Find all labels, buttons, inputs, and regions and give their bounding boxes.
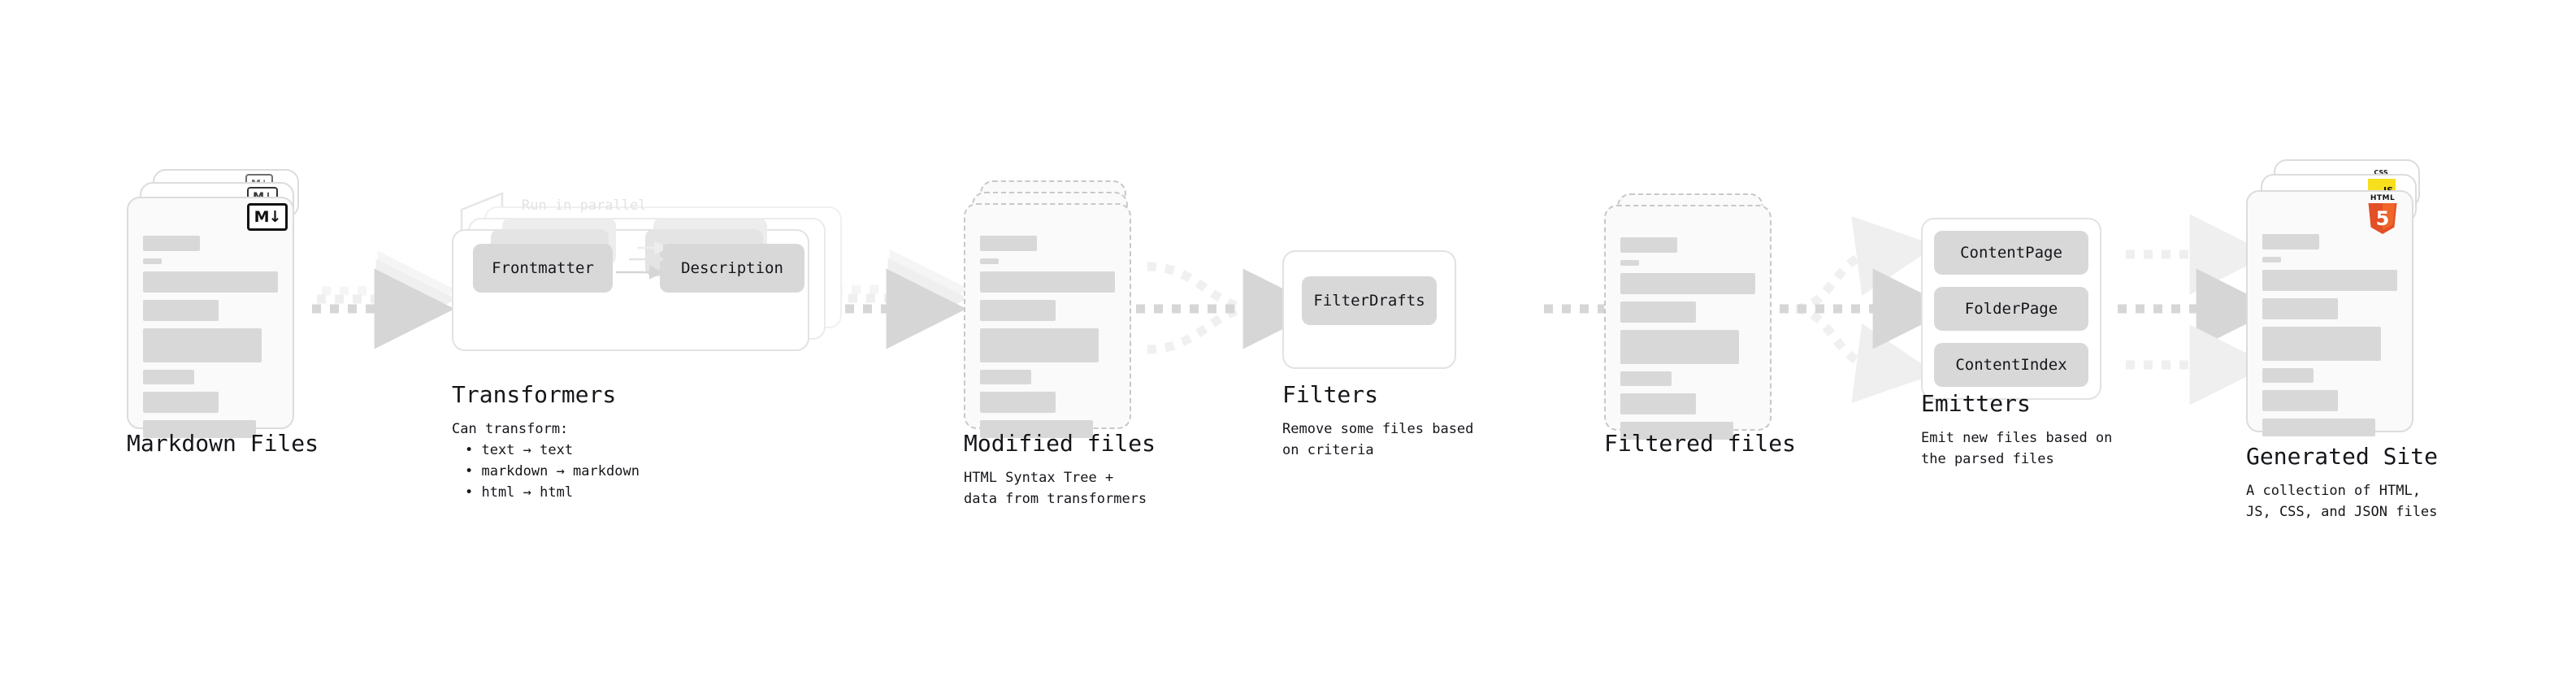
file-card-front bbox=[964, 203, 1131, 438]
title-modified-files: Modified files bbox=[964, 430, 1156, 457]
chip-contentindex[interactable]: ContentIndex bbox=[1934, 343, 2088, 387]
stage-markdown-files: M↓ M↓ M↓ bbox=[127, 169, 299, 438]
chip-contentpage[interactable]: ContentPage bbox=[1934, 231, 2088, 275]
file-content-placeholder bbox=[1620, 237, 1755, 447]
chip-frontmatter[interactable]: Frontmatter bbox=[473, 244, 613, 293]
chip-description[interactable]: Description bbox=[660, 244, 804, 293]
connector-emitters-to-site bbox=[2118, 214, 2277, 406]
subtitle-generated-site: A collection of HTML, JS, CSS, and JSON … bbox=[2246, 483, 2438, 521]
title-generated-site: Generated Site bbox=[2246, 443, 2439, 470]
markdown-file-stack: M↓ M↓ M↓ bbox=[127, 169, 299, 438]
connector-modified-to-filters bbox=[1136, 262, 1324, 354]
inner-connector-frontmatter-description bbox=[616, 242, 663, 280]
generated-file-stack: CSS JS HTML 5 bbox=[2246, 159, 2425, 436]
file-content-placeholder bbox=[980, 236, 1115, 445]
chip-filterdrafts[interactable]: FilterDrafts bbox=[1302, 276, 1437, 325]
html5-icon: HTML 5 bbox=[2366, 195, 2399, 234]
file-content-placeholder bbox=[2262, 234, 2397, 444]
connector-markdown-to-transformers bbox=[312, 250, 458, 349]
stage-filtered-files bbox=[1604, 193, 1776, 440]
html5-icon-shield: 5 bbox=[2368, 203, 2397, 234]
subtitle-transformers: Can transform: bbox=[452, 421, 569, 437]
filtered-file-stack bbox=[1604, 193, 1776, 440]
title-transformers: Transformers bbox=[452, 381, 617, 408]
title-markdown-files: Markdown Files bbox=[127, 430, 319, 457]
file-card-front bbox=[1604, 205, 1772, 440]
run-in-parallel-label: Run in parallel bbox=[522, 197, 647, 214]
title-filtered-files: Filtered files bbox=[1604, 430, 1797, 457]
transform-list-item-0: • text → text bbox=[465, 442, 574, 458]
stage-emitters: ContentPage FolderPage ContentIndex bbox=[1921, 218, 2116, 401]
subtitle-emitters: Emit new files based on the parsed files bbox=[1921, 430, 2113, 468]
title-filters: Filters bbox=[1282, 381, 1379, 408]
file-content-placeholder bbox=[143, 236, 278, 445]
stage-modified-files bbox=[964, 180, 1136, 438]
stage-transformers: Frontmatter Description Frontmatter Desc… bbox=[452, 192, 858, 371]
modified-file-stack bbox=[964, 180, 1136, 438]
subtitle-filters: Remove some files based on criteria bbox=[1282, 421, 1474, 459]
html5-icon-word: HTML bbox=[2370, 194, 2396, 202]
stage-generated-site: CSS JS HTML 5 bbox=[2246, 159, 2425, 436]
connector-filtered-to-emitters bbox=[1780, 215, 1954, 404]
html5-icon-number: 5 bbox=[2375, 207, 2390, 230]
markdown-icon: M↓ bbox=[247, 203, 288, 231]
stage-filters: FilterDrafts bbox=[1282, 250, 1461, 371]
subtitle-modified-files: HTML Syntax Tree + data from transformer… bbox=[964, 470, 1147, 508]
title-emitters: Emitters bbox=[1921, 390, 2031, 417]
file-card-front bbox=[127, 197, 294, 438]
transform-list-item-1: • markdown → markdown bbox=[465, 463, 640, 479]
chip-folderpage[interactable]: FolderPage bbox=[1934, 287, 2088, 331]
transform-list-item-2: • html → html bbox=[465, 484, 574, 501]
